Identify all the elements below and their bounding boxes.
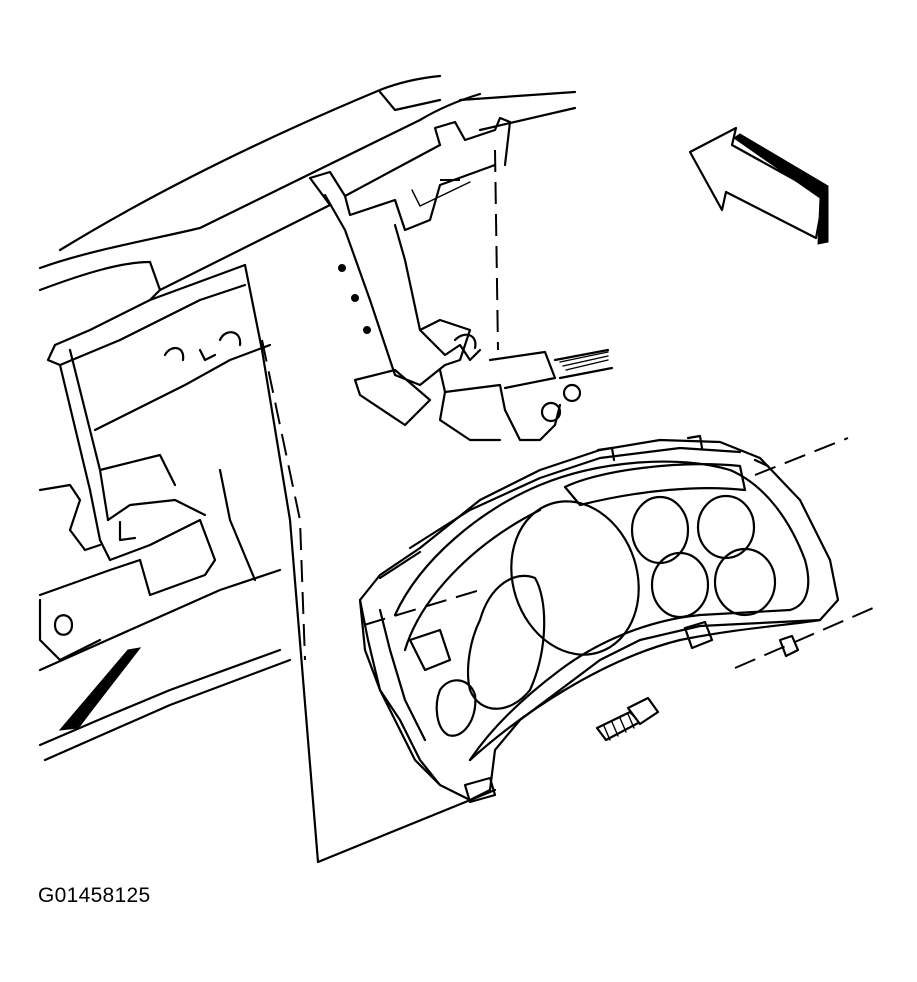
exploded-view-outline bbox=[148, 149, 499, 864]
mount-hole-icon bbox=[363, 326, 371, 334]
mount-hole-icon bbox=[351, 294, 359, 302]
small-gauge-icon bbox=[650, 551, 710, 619]
instrument-cluster-assembly bbox=[358, 434, 840, 804]
cluster-screw-icon bbox=[595, 696, 660, 742]
mount-tab-icon bbox=[778, 634, 800, 658]
small-gauge-icon bbox=[696, 494, 756, 560]
mount-hole-icon bbox=[338, 264, 346, 272]
tachometer-gauge-icon bbox=[466, 574, 546, 710]
mount-tab-icon bbox=[463, 776, 497, 804]
forward-direction-arrow-icon bbox=[688, 126, 829, 245]
instrument-panel-upper-pad bbox=[38, 74, 577, 347]
mount-tab-icon bbox=[683, 620, 714, 650]
small-gauge-icon bbox=[435, 679, 477, 737]
alignment-guides bbox=[363, 437, 881, 669]
figure-id-label: G01458125 bbox=[38, 884, 151, 907]
small-gauge-icon bbox=[713, 547, 777, 617]
speedometer-gauge-icon bbox=[510, 500, 640, 656]
cluster-carrier-bracket bbox=[323, 193, 614, 442]
left-instrument-panel-structure bbox=[38, 283, 292, 762]
